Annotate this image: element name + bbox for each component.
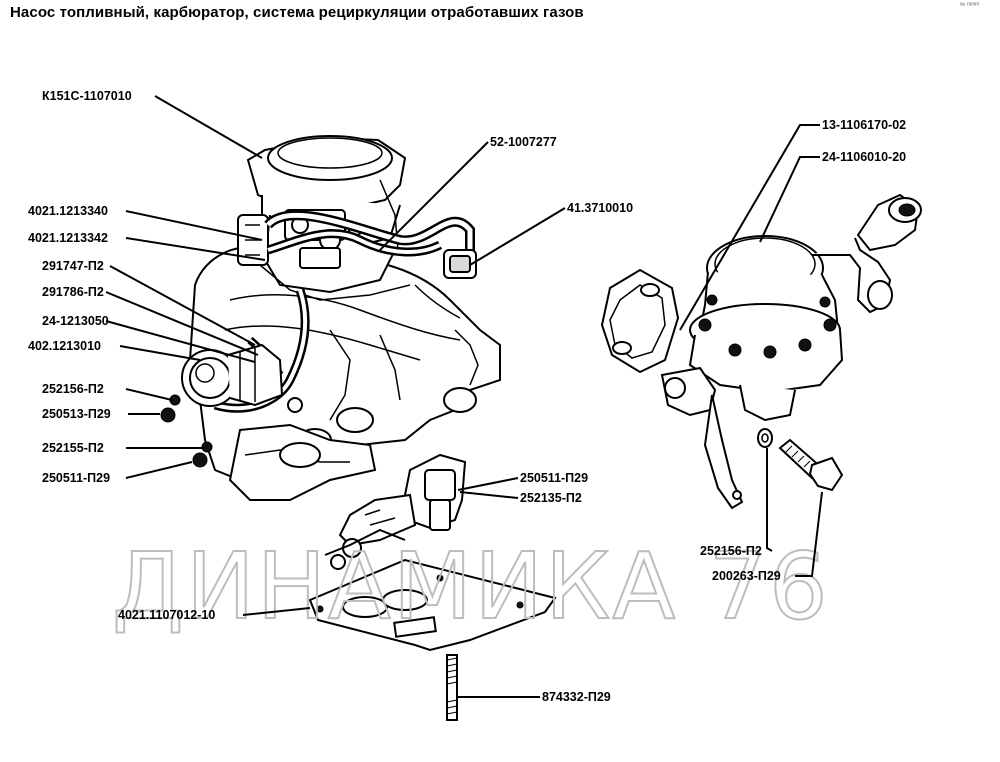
thermo-valve-assembly bbox=[324, 453, 467, 570]
page-title: Насос топливный, карбюратор, система рец… bbox=[10, 4, 584, 21]
callout-52-1007277: 52-1007277 bbox=[490, 135, 557, 149]
stud-874332 bbox=[446, 654, 458, 721]
callout-250511-mid: 250511-П29 bbox=[520, 471, 588, 485]
carburetor-gasket bbox=[308, 558, 557, 652]
callout-252135: 252135-П2 bbox=[520, 491, 582, 505]
callout-252156-left: 252156-П2 bbox=[42, 382, 104, 396]
callout-252155: 252155-П2 bbox=[42, 441, 104, 455]
callout-402-1213010: 402.1213010 bbox=[28, 339, 101, 353]
callout-291747: 291747-П2 bbox=[42, 259, 104, 273]
fitting-41 bbox=[443, 249, 477, 279]
watermark: ДИНАМИКА 76 bbox=[112, 533, 830, 640]
callout-4021-1213340: 4021.1213340 bbox=[28, 204, 108, 218]
callout-250513: 250513-П29 bbox=[42, 407, 111, 421]
vacuum-hoses bbox=[213, 210, 475, 413]
callout-252156-right: 252156-П2 bbox=[700, 544, 762, 558]
corner-mark: ᵃⁿ ᵐᵐᵐ bbox=[960, 2, 980, 9]
intake-manifold bbox=[188, 245, 501, 501]
callout-k151c: К151С-1107010 bbox=[42, 89, 132, 103]
callout-200263: 200263-П29 bbox=[712, 569, 781, 583]
leader-lines bbox=[105, 95, 823, 698]
callout-291786: 291786-П2 bbox=[42, 285, 104, 299]
callout-13-1106170: 13-1106170-02 bbox=[822, 118, 906, 132]
fuel-pump bbox=[600, 193, 922, 510]
callout-41-3710010: 41.3710010 bbox=[567, 201, 633, 215]
callout-250511-left: 250511-П29 bbox=[42, 471, 110, 485]
callout-874332: 874332-П29 bbox=[542, 690, 611, 704]
egr-valve bbox=[160, 343, 303, 468]
callout-24-1213050: 24-1213050 bbox=[42, 314, 109, 328]
callout-4021-1107012: 4021.1107012-10 bbox=[118, 608, 215, 622]
callout-24-1106010: 24-1106010-20 bbox=[822, 150, 906, 164]
callout-4021-1213342: 4021.1213342 bbox=[28, 231, 108, 245]
